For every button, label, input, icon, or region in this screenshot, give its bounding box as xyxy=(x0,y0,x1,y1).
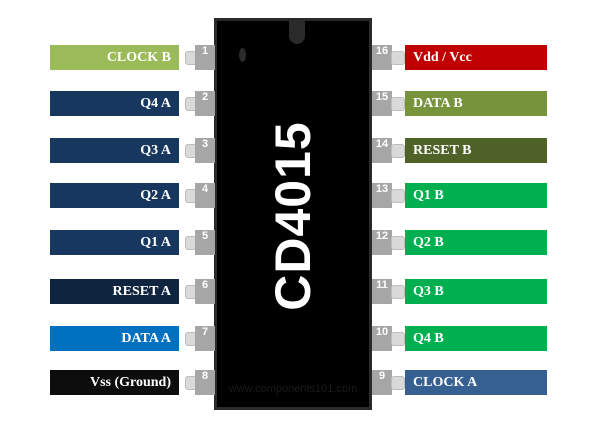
pin-lead xyxy=(391,189,405,203)
pin-lead xyxy=(391,376,405,390)
pin-number: 6 xyxy=(195,279,215,304)
pin-number: 11 xyxy=(372,279,392,304)
pin-label: CLOCK B xyxy=(50,45,179,70)
pin-number: 4 xyxy=(195,183,215,208)
pin-number: 2 xyxy=(195,91,215,116)
pin-lead xyxy=(391,236,405,250)
pin-label: CLOCK A xyxy=(405,370,547,395)
pin-number: 16 xyxy=(372,45,392,70)
pin-label: Q1 B xyxy=(405,183,547,208)
pin-label: Q1 A xyxy=(50,230,179,255)
pin-number: 12 xyxy=(372,230,392,255)
pin-label: Q3 A xyxy=(50,138,179,163)
pin-number: 9 xyxy=(372,370,392,395)
pin-number: 5 xyxy=(195,230,215,255)
pin-lead xyxy=(391,144,405,158)
pin1-marker-dot xyxy=(239,48,246,62)
pin-number: 15 xyxy=(372,91,392,116)
pin-number: 3 xyxy=(195,138,215,163)
pin-lead xyxy=(391,51,405,65)
chip-name: CD4015 xyxy=(265,121,321,311)
pin-number: 14 xyxy=(372,138,392,163)
ic-chip-body: CD4015 www.components101.com xyxy=(214,18,372,410)
chip-notch xyxy=(289,18,305,44)
pin-number: 13 xyxy=(372,183,392,208)
pin-label: RESET B xyxy=(405,138,547,163)
pin-label: Q2 A xyxy=(50,183,179,208)
pin-label: DATA A xyxy=(50,326,179,351)
pin-lead xyxy=(391,285,405,299)
pin-label: Q3 B xyxy=(405,279,547,304)
pin-number: 8 xyxy=(195,370,215,395)
pin-lead xyxy=(391,332,405,346)
pin-label: Q4 B xyxy=(405,326,547,351)
pin-label: RESET A xyxy=(50,279,179,304)
pin-lead xyxy=(391,97,405,111)
pin-number: 7 xyxy=(195,326,215,351)
pin-label: DATA B xyxy=(405,91,547,116)
watermark: www.components101.com xyxy=(228,383,358,395)
pin-label: Q4 A xyxy=(50,91,179,116)
pin-label: Q2 B xyxy=(405,230,547,255)
pin-label: Vss (Ground) xyxy=(50,370,179,395)
pin-label: Vdd / Vcc xyxy=(405,45,547,70)
pin-number: 1 xyxy=(195,45,215,70)
pin-number: 10 xyxy=(372,326,392,351)
